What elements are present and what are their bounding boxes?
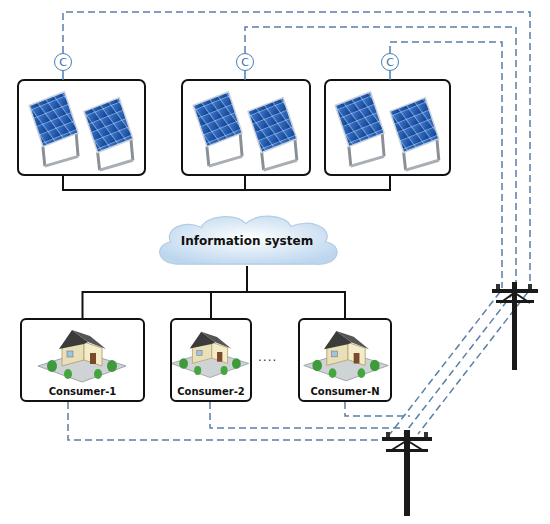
consumer-box: Consumer-2 xyxy=(170,318,252,402)
meter-label: C xyxy=(241,57,249,68)
consumer-box: Consumer-1 xyxy=(20,318,145,402)
consumer-label: Consumer-2 xyxy=(177,386,245,397)
system-label: Information system xyxy=(181,234,313,248)
consumer-box: Consumer-N xyxy=(298,318,392,402)
meter-circle: C xyxy=(381,53,399,71)
ellipsis-label: .... xyxy=(258,350,277,364)
consumer-label: Consumer-1 xyxy=(49,386,117,397)
meter-circle: C xyxy=(236,53,254,71)
tree-connector xyxy=(211,266,247,318)
meter-circle: C xyxy=(54,53,72,71)
tree-connector xyxy=(83,266,248,318)
information-cloud: Information system xyxy=(150,212,344,270)
tree-connector xyxy=(247,266,345,318)
consumer-label: Consumer-N xyxy=(310,386,379,397)
meter-label: C xyxy=(59,57,67,68)
meter-label: C xyxy=(386,57,394,68)
